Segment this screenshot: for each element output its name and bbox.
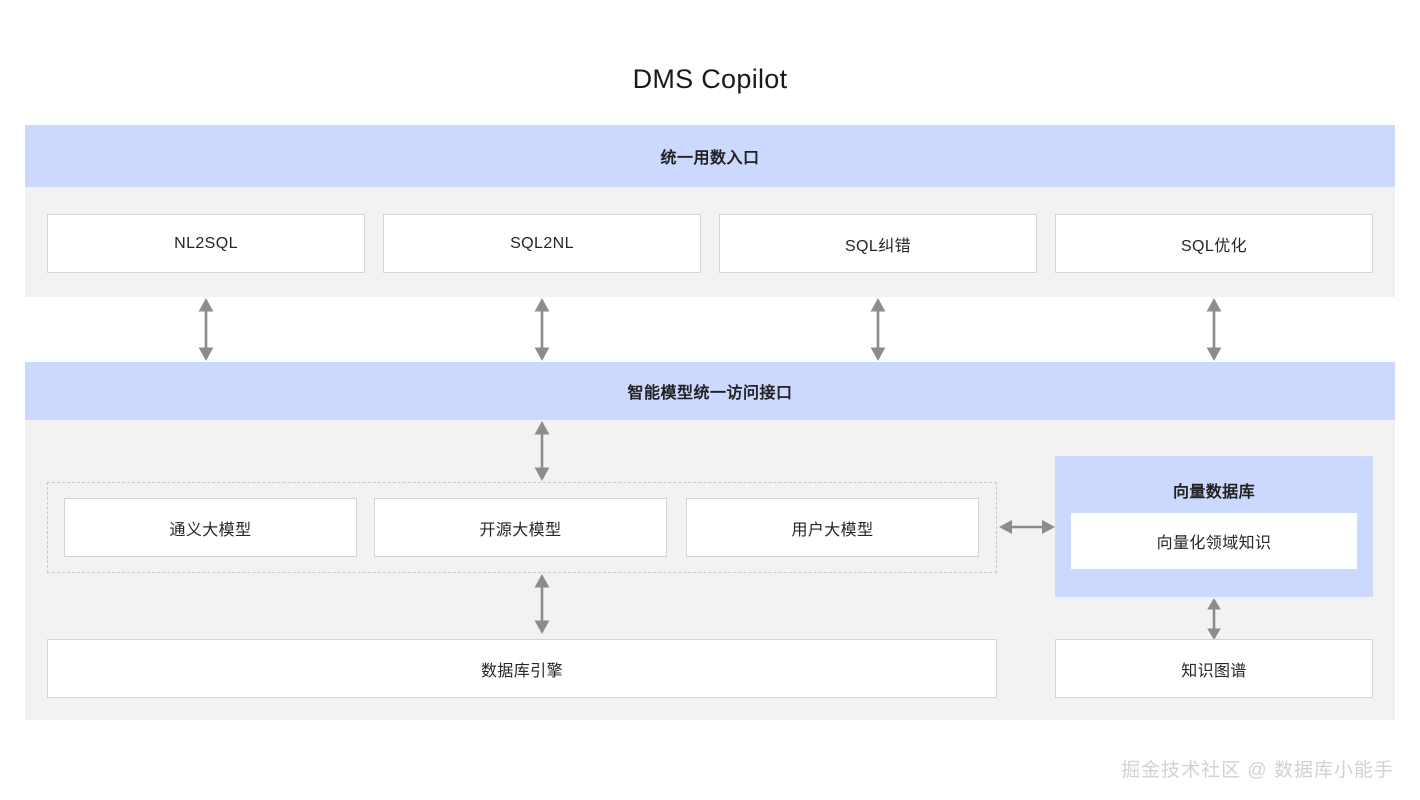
page-title: DMS Copilot bbox=[632, 64, 788, 94]
capability-box-sql2nl[interactable]: SQL2NL bbox=[383, 214, 701, 273]
entry-layer-band-label: 统一用数入口 bbox=[660, 150, 760, 167]
connector-model-interface-to-models bbox=[531, 420, 553, 482]
vector-knowledge-box[interactable]: 向量化领域知识 bbox=[1071, 513, 1357, 569]
connector-sql-optimize-to-model-interface bbox=[1203, 297, 1225, 362]
capability-label-sql-optimize: SQL优化 bbox=[1180, 237, 1248, 255]
database-engine-label: 数据库引擎 bbox=[480, 662, 563, 680]
model-label-user: 用户大模型 bbox=[791, 521, 874, 539]
connector-models-to-vector-db bbox=[998, 516, 1056, 538]
model-label-tongyi: 通义大模型 bbox=[169, 521, 252, 539]
capability-box-sql-optimize[interactable]: SQL优化 bbox=[1055, 214, 1373, 273]
connector-sql-fix-to-model-interface bbox=[867, 297, 889, 362]
database-engine-box[interactable]: 数据库引擎 bbox=[47, 639, 997, 698]
capability-box-nl2sql[interactable]: NL2SQL bbox=[47, 214, 365, 273]
capability-box-sql-fix[interactable]: SQL纠错 bbox=[719, 214, 1037, 273]
vector-database-title: 向量数据库 bbox=[1172, 484, 1255, 501]
model-box-user[interactable]: 用户大模型 bbox=[686, 498, 979, 557]
watermark: 掘金技术社区 @ 数据库小能手 bbox=[1121, 760, 1394, 781]
knowledge-graph-label: 知识图谱 bbox=[1181, 662, 1247, 680]
model-box-tongyi[interactable]: 通义大模型 bbox=[64, 498, 357, 557]
capability-label-nl2sql: NL2SQL bbox=[174, 234, 238, 252]
models-group bbox=[47, 482, 997, 573]
vector-database-panel: 向量数据库 向量化领域知识 bbox=[1055, 456, 1373, 597]
vector-knowledge-label: 向量化领域知识 bbox=[1156, 535, 1272, 552]
connector-vector-db-to-knowledge-graph bbox=[1203, 597, 1225, 641]
model-label-opensource: 开源大模型 bbox=[479, 521, 562, 539]
entry-layer-band: 统一用数入口 bbox=[25, 125, 1395, 187]
connector-nl2sql-to-model-interface bbox=[195, 297, 217, 362]
model-interface-band: 智能模型统一访问接口 bbox=[25, 362, 1395, 420]
connector-sql2nl-to-model-interface bbox=[531, 297, 553, 362]
model-box-opensource[interactable]: 开源大模型 bbox=[374, 498, 667, 557]
knowledge-graph-box[interactable]: 知识图谱 bbox=[1055, 639, 1373, 698]
capability-label-sql-fix: SQL纠错 bbox=[844, 237, 912, 255]
model-interface-band-label: 智能模型统一访问接口 bbox=[627, 385, 793, 402]
connector-models-to-database-engine bbox=[531, 573, 553, 635]
capability-label-sql2nl: SQL2NL bbox=[510, 234, 574, 252]
